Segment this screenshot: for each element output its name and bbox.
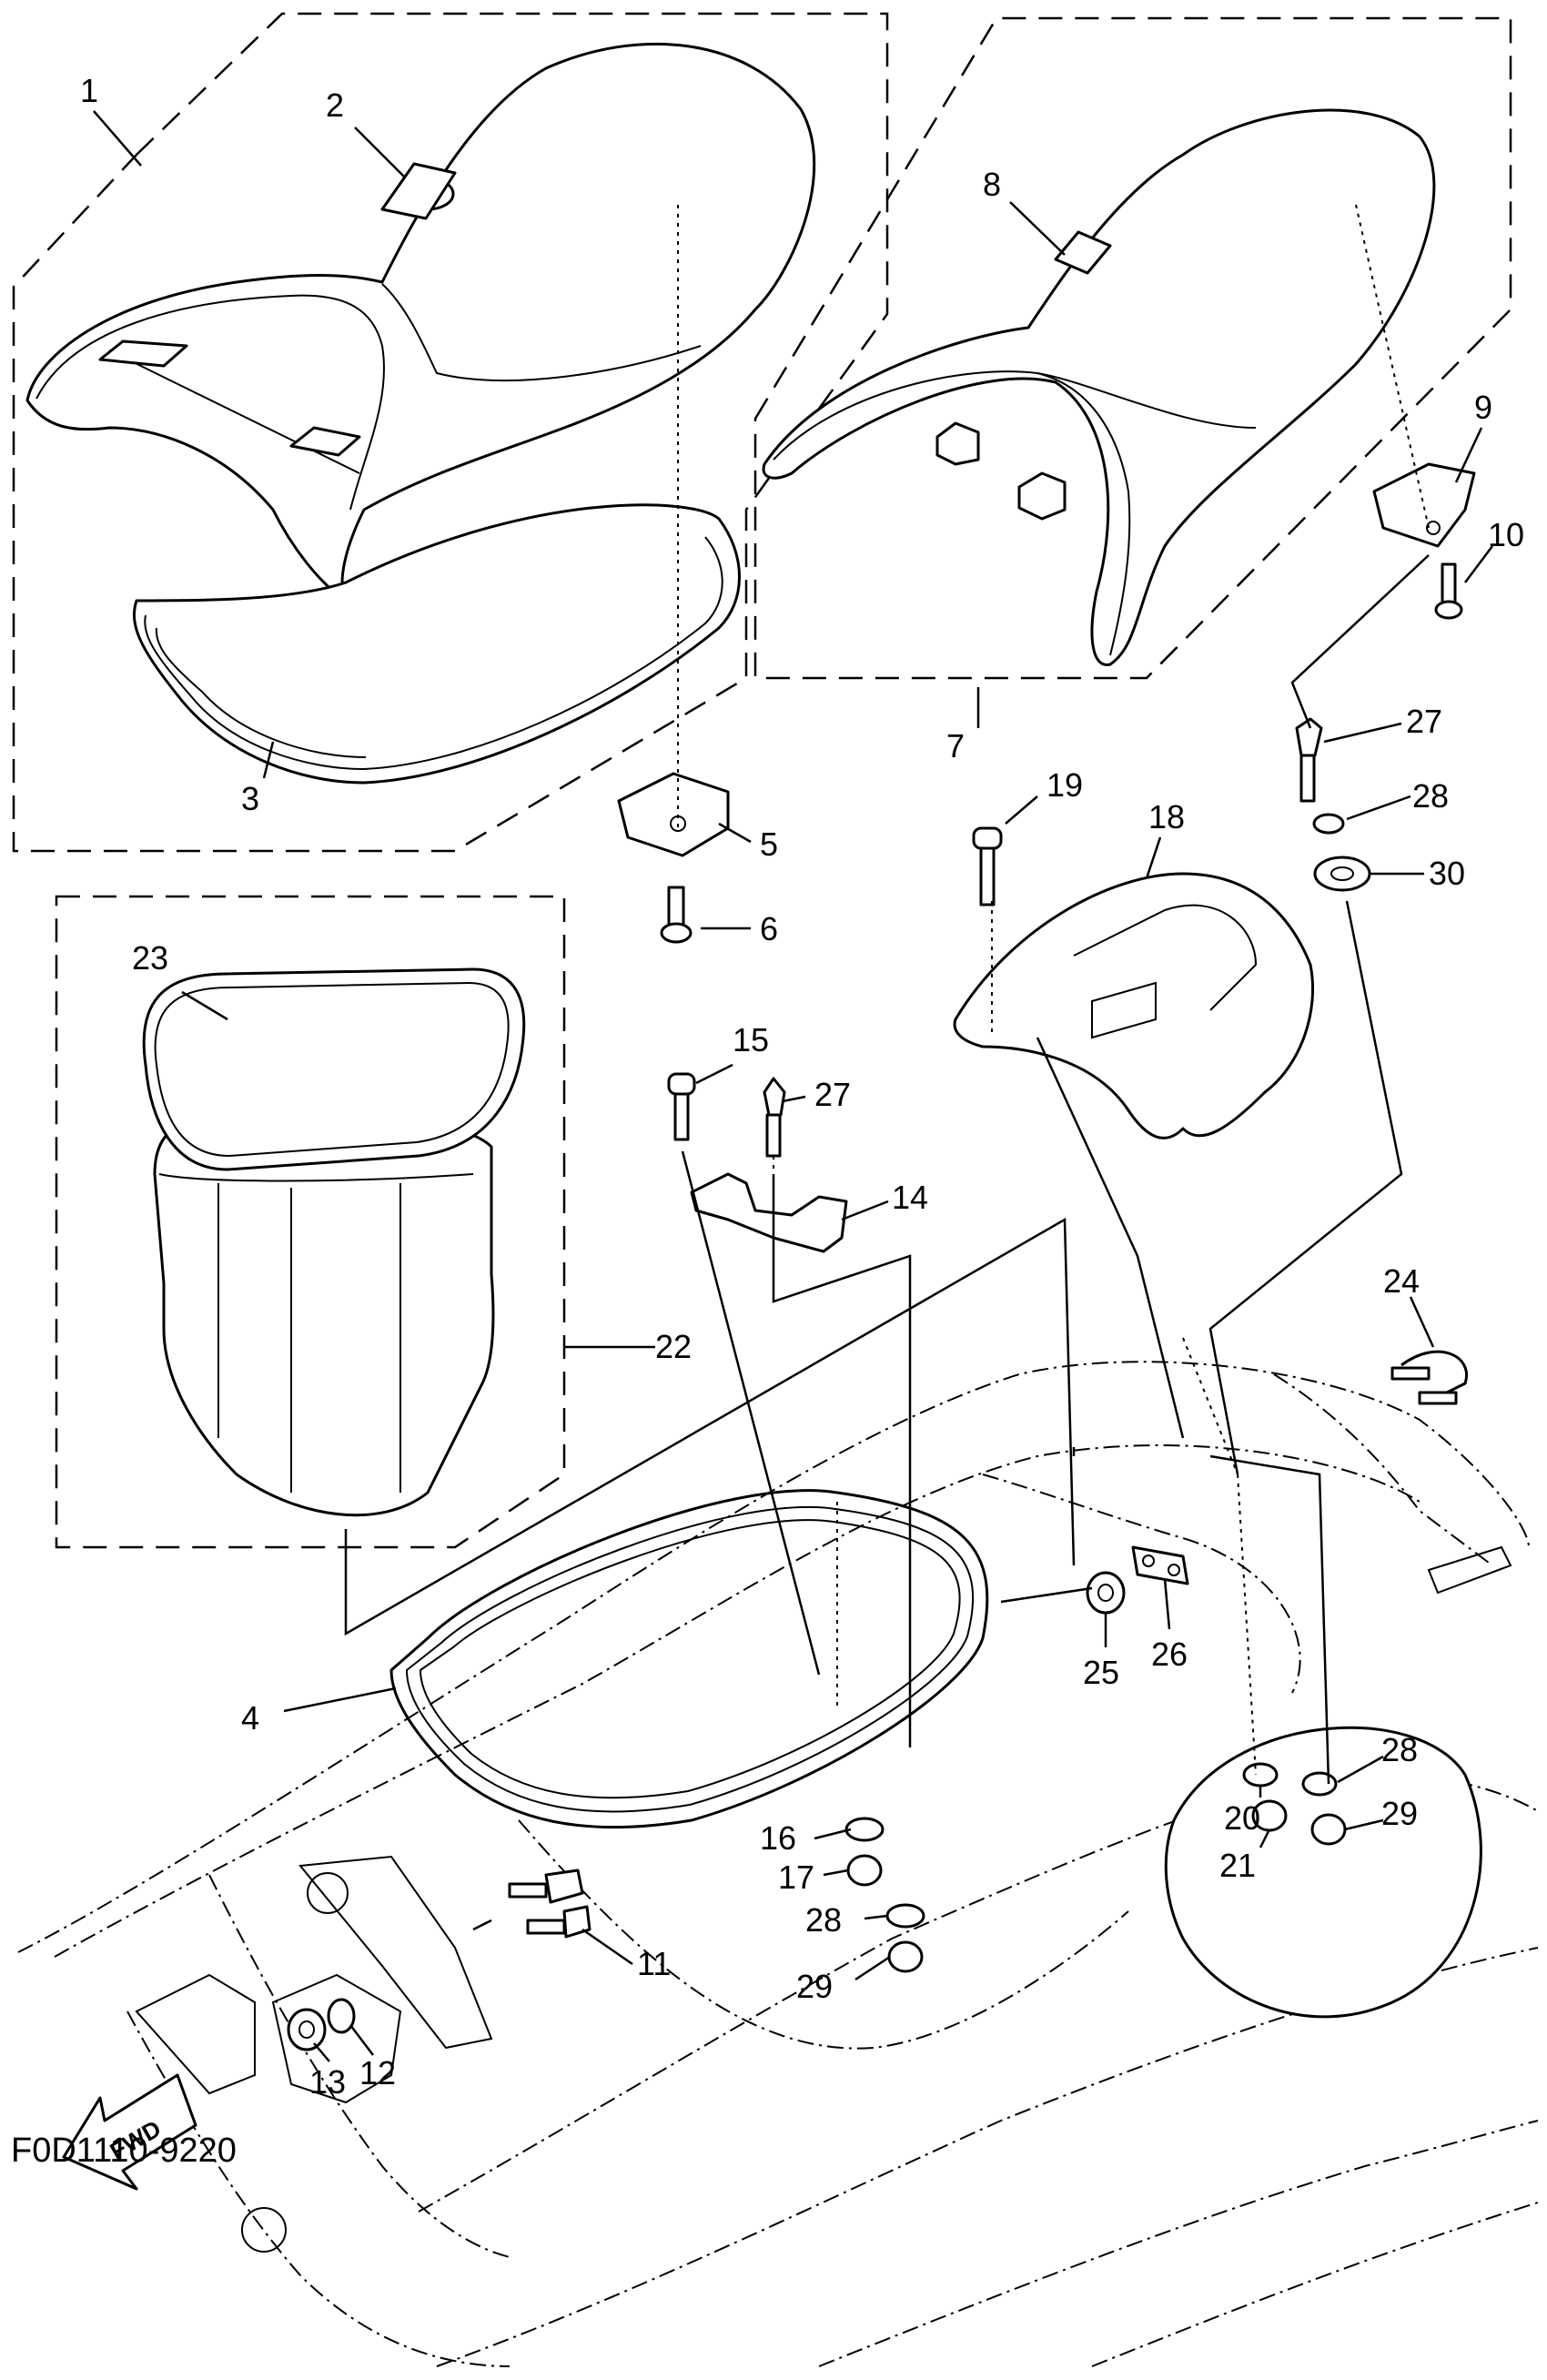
nut-29-inset [1310,1813,1347,1846]
grommet-30 [1313,856,1371,892]
callout-2: 2 [326,86,344,124]
callout-5: 5 [760,825,778,863]
callout-16: 16 [760,1819,796,1857]
front-seat-trim [132,503,741,785]
bolt-15 [667,1072,696,1141]
callout-26: 26 [1151,1636,1188,1673]
pin-27-lower [763,1077,786,1158]
u-bolt-24 [1390,1350,1468,1405]
callout-3: 3 [241,780,259,817]
washer-16 [844,1817,885,1842]
callout-15: 15 [733,1021,769,1058]
callout-21: 21 [1219,1847,1256,1884]
callout-17: 17 [778,1858,814,1896]
callout-9: 9 [1474,389,1492,426]
inset-detail [1164,1726,1482,2019]
bracket-rear-seat-lock [1372,462,1476,548]
reference-lines [344,204,1430,1931]
callout-22: 22 [655,1328,692,1365]
washer-28-lower [885,1903,925,1929]
callout-29-lower: 29 [796,1968,833,2005]
nut-17 [846,1854,883,1887]
callout-28-lower: 28 [805,1901,842,1939]
front-seat-group-box [12,12,889,853]
callout-11: 11 [637,1945,671,1982]
callout-18: 18 [1148,798,1185,836]
rear-seat [762,108,1436,666]
callout-23: 23 [132,939,168,977]
washer-28 [1312,813,1345,835]
plate-26 [1131,1545,1189,1585]
callout-4: 4 [241,1699,259,1737]
callout-7: 7 [946,727,965,765]
bracket-14 [690,1172,848,1253]
callout-27-upper: 27 [1406,703,1442,740]
grab-handle [953,872,1315,1139]
main-storage-rim [389,1489,989,1829]
callout-13: 13 [309,2063,346,2101]
callout-10: 10 [1488,516,1524,553]
figure-code: F0D1110-9220 [11,2132,237,2170]
bolt-19 [972,826,1003,906]
nut-13 [287,2008,327,2051]
callout-30: 30 [1429,855,1465,892]
callout-1: 1 [80,72,98,109]
bolt-6 [660,886,693,944]
pin-27-upper [1295,717,1323,803]
washer-12 [327,1998,356,2034]
callout-19: 19 [1046,766,1083,804]
callout-6: 6 [760,910,778,947]
callout-8: 8 [983,166,1001,203]
callout-29-inset: 29 [1381,1795,1418,1832]
callout-27-lower: 27 [814,1076,851,1113]
callout-14: 14 [892,1179,928,1216]
storage-bin [142,967,526,1517]
bracket-front-seat-lock [617,772,730,857]
washer-28-inset [1301,1771,1338,1797]
callout-25: 25 [1083,1654,1119,1691]
callout-numbers: 1 2 3 4 5 6 7 8 9 10 11 12 13 14 15 16 1… [80,72,1524,2101]
callout-28-upper: 28 [1412,777,1449,815]
storage-box-group-box [55,895,566,1549]
callout-28-inset: 28 [1381,1731,1418,1768]
callout-24: 24 [1383,1262,1420,1300]
callout-leaders [93,110,1493,2062]
nut-25 [1086,1571,1126,1615]
callout-20: 20 [1224,1799,1260,1837]
washer-20 [1242,1762,1279,1788]
fwd-arrow-icon: FWD [62,2073,197,2191]
front-seat [25,42,816,603]
nut-29-lower [887,1940,924,1973]
bolt-10 [1434,562,1463,620]
callout-12: 12 [359,2054,396,2091]
clip-11 [508,1869,592,1939]
